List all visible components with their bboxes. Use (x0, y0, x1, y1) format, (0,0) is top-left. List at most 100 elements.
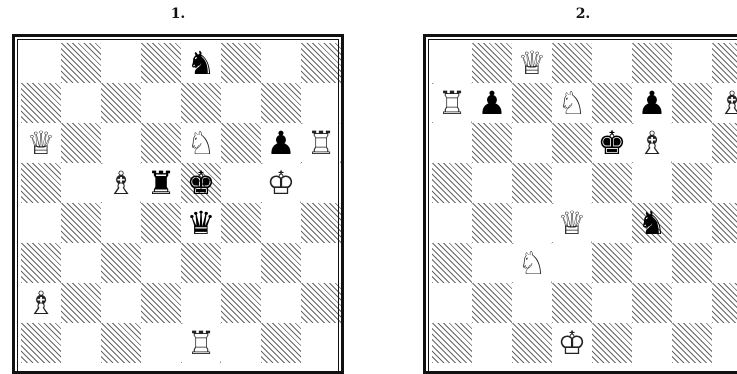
board-square (261, 83, 301, 123)
board-square (712, 203, 737, 243)
black-pawn-icon: ♟ (261, 123, 301, 163)
board-square (632, 163, 672, 203)
board-square (21, 83, 61, 123)
board-square (21, 123, 61, 163)
board-square (301, 243, 341, 283)
board-square (552, 123, 592, 163)
diagram-number: 1. (12, 6, 344, 22)
board-square (712, 123, 737, 163)
board-square (432, 123, 472, 163)
board-square (712, 283, 737, 323)
board-square (261, 43, 301, 83)
board-square (61, 123, 101, 163)
white-queen-icon: ♕ (552, 203, 592, 243)
board-square (181, 243, 221, 283)
board-square (432, 283, 472, 323)
board-square (432, 83, 472, 123)
black-pawn-icon: ♟ (472, 83, 512, 123)
board-square (261, 203, 301, 243)
piece-glyph: ♘ (187, 123, 216, 163)
board-square (512, 83, 552, 123)
board-square (592, 323, 632, 363)
board-square (472, 123, 512, 163)
piece-glyph: ♔ (558, 323, 587, 363)
piece-glyph: ♟ (267, 123, 296, 163)
board-square (301, 83, 341, 123)
board-square (181, 43, 221, 83)
board-square (472, 83, 512, 123)
white-knight-icon: ♘ (552, 83, 592, 123)
board-square (301, 43, 341, 83)
piece-glyph: ♔ (267, 163, 296, 203)
board-square (672, 323, 712, 363)
board-square (221, 163, 261, 203)
board-square (672, 123, 712, 163)
board-square (632, 123, 672, 163)
black-king-icon: ♚ (592, 123, 632, 163)
board-square (632, 283, 672, 323)
board-square (221, 283, 261, 323)
piece-glyph: ♞ (187, 43, 216, 83)
board-square (512, 163, 552, 203)
board-square (101, 83, 141, 123)
board-square (181, 323, 221, 363)
board-square (141, 283, 181, 323)
piece-glyph: ♘ (558, 83, 587, 123)
board-frame: ♞♕♘♟♖♗♜♚♔♛♗♖ (12, 34, 344, 374)
white-knight-icon: ♘ (512, 243, 552, 283)
board-square (181, 123, 221, 163)
board-square (61, 203, 101, 243)
board-square (21, 283, 61, 323)
board-square (61, 323, 101, 363)
board-square (181, 83, 221, 123)
board-square (712, 83, 737, 123)
board-square (141, 203, 181, 243)
board-square (472, 43, 512, 83)
board-square (432, 323, 472, 363)
board-square (61, 43, 101, 83)
board-square (101, 203, 141, 243)
piece-glyph: ♛ (187, 203, 216, 243)
board-square (552, 323, 592, 363)
board-square (432, 203, 472, 243)
piece-glyph: ♕ (558, 203, 587, 243)
white-bishop-icon: ♗ (632, 123, 672, 163)
board-square (301, 323, 341, 363)
board-square (101, 243, 141, 283)
board-square (632, 43, 672, 83)
board-square (221, 203, 261, 243)
white-rook-icon: ♖ (432, 83, 472, 123)
board-square (101, 283, 141, 323)
board-square (512, 43, 552, 83)
piece-glyph: ♚ (187, 163, 216, 203)
board-square (472, 323, 512, 363)
board-square (712, 323, 737, 363)
board-square (181, 203, 221, 243)
piece-glyph: ♚ (598, 123, 627, 163)
white-rook-icon: ♖ (181, 323, 221, 363)
board-square (672, 283, 712, 323)
piece-glyph: ♗ (27, 283, 56, 323)
board-frame: ♕♖♟♘♟♗♚♗♕♞♘♔ (423, 34, 737, 374)
black-pawn-icon: ♟ (632, 83, 672, 123)
piece-glyph: ♕ (518, 43, 547, 83)
board-square (21, 243, 61, 283)
board-square (632, 243, 672, 283)
board-square (261, 123, 301, 163)
board-square (261, 163, 301, 203)
board-square (221, 123, 261, 163)
board-square (101, 163, 141, 203)
board-square (672, 243, 712, 283)
board-square (472, 163, 512, 203)
white-queen-icon: ♕ (21, 123, 61, 163)
piece-glyph: ♗ (638, 123, 667, 163)
piece-glyph: ♜ (147, 163, 176, 203)
board-square (512, 243, 552, 283)
piece-glyph: ♘ (518, 243, 547, 283)
board-square (221, 83, 261, 123)
board-square (512, 323, 552, 363)
board-square (221, 323, 261, 363)
piece-glyph: ♗ (107, 163, 136, 203)
board-square (512, 123, 552, 163)
board-square (552, 163, 592, 203)
